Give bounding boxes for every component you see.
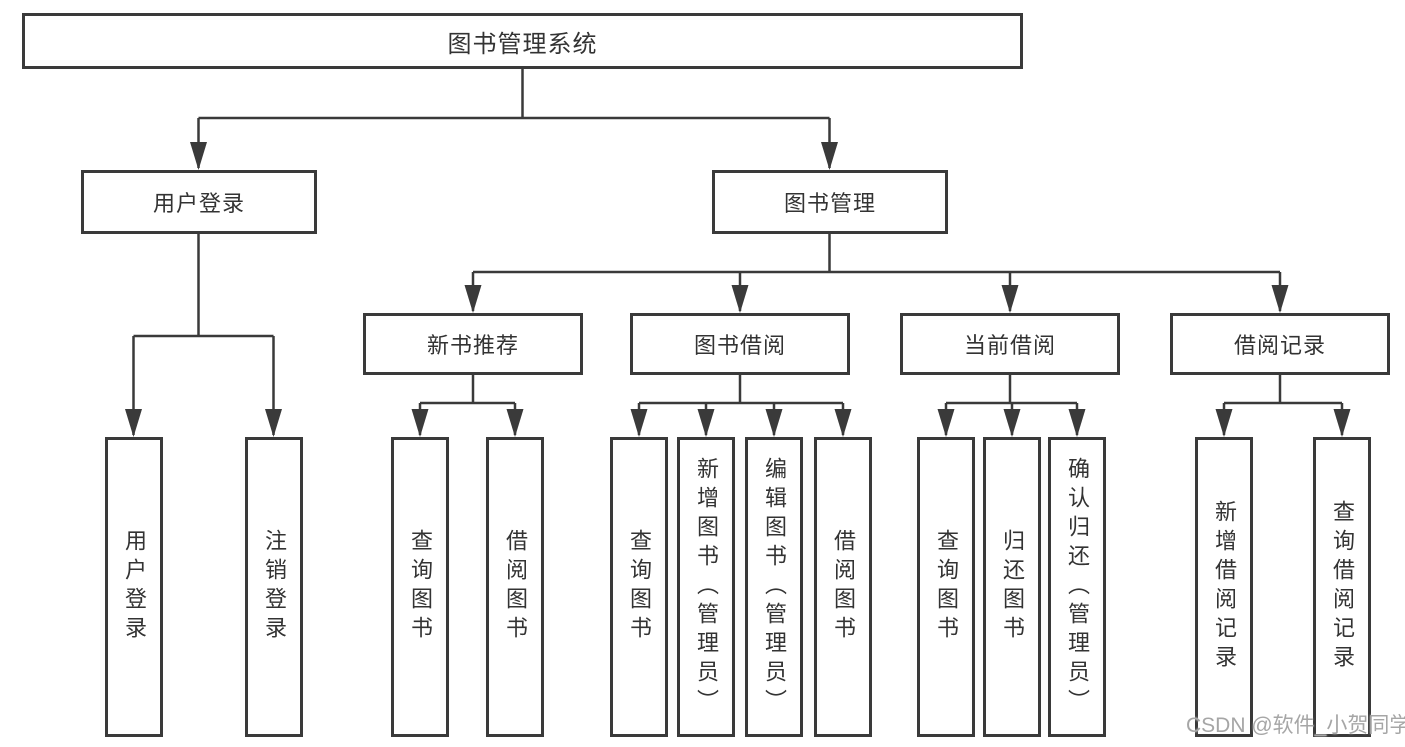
node-book-borrow-label: 图书借阅 bbox=[693, 333, 786, 358]
leaf-add-borrow-record-label: 新增借阅记录 bbox=[1212, 500, 1237, 674]
node-new-book-recommend: 新书推荐 bbox=[363, 313, 583, 375]
node-user-login-label: 用户登录 bbox=[152, 191, 245, 216]
connector-userlogin-to-leaves bbox=[132, 234, 275, 435]
leaf-confirm-return-admin-label: 确认归还（管理员） bbox=[1065, 456, 1090, 718]
node-root-system: 图书管理系统 bbox=[22, 13, 1023, 69]
leaf-add-book-admin: 新增图书（管理员） bbox=[677, 437, 735, 737]
node-user-login: 用户登录 bbox=[81, 170, 317, 234]
leaf-logout-label: 注销登录 bbox=[262, 529, 287, 645]
leaf-borrow-query-book-label: 查询图书 bbox=[627, 529, 652, 645]
arrowheads bbox=[125, 142, 1351, 437]
connector-records-to-leaves bbox=[1222, 375, 1344, 435]
leaf-borrow-borrow-book-label: 借阅图书 bbox=[831, 529, 856, 645]
leaf-borrow-borrow-book: 借阅图书 bbox=[814, 437, 872, 737]
leaf-edit-book-admin-label: 编辑图书（管理员） bbox=[762, 456, 787, 718]
node-book-borrow: 图书借阅 bbox=[630, 313, 850, 375]
connector-root-to-level2 bbox=[197, 69, 831, 168]
leaf-return-book: 归还图书 bbox=[983, 437, 1041, 737]
leaf-query-borrow-record: 查询借阅记录 bbox=[1313, 437, 1371, 737]
leaf-user-login: 用户登录 bbox=[105, 437, 163, 737]
node-root-label: 图书管理系统 bbox=[447, 30, 598, 58]
leaf-recommend-borrow-book-label: 借阅图书 bbox=[503, 529, 528, 645]
leaf-user-login-label: 用户登录 bbox=[122, 529, 147, 645]
node-new-book-recommend-label: 新书推荐 bbox=[426, 333, 519, 358]
leaf-recommend-query-book: 查询图书 bbox=[391, 437, 449, 737]
leaf-return-book-label: 归还图书 bbox=[1000, 529, 1025, 645]
leaf-edit-book-admin: 编辑图书（管理员） bbox=[745, 437, 803, 737]
connector-borrow-to-leaves bbox=[637, 375, 845, 435]
leaf-add-book-admin-label: 新增图书（管理员） bbox=[694, 456, 719, 718]
node-borrow-records: 借阅记录 bbox=[1170, 313, 1390, 375]
node-book-management: 图书管理 bbox=[712, 170, 948, 234]
leaf-recommend-borrow-book: 借阅图书 bbox=[486, 437, 544, 737]
connector-bookmgmt-to-level3 bbox=[471, 234, 1282, 311]
leaf-borrow-query-book: 查询图书 bbox=[610, 437, 668, 737]
leaf-confirm-return-admin: 确认归还（管理员） bbox=[1048, 437, 1106, 737]
node-book-management-label: 图书管理 bbox=[783, 191, 876, 216]
node-current-borrow-label: 当前借阅 bbox=[963, 333, 1056, 358]
leaf-recommend-query-book-label: 查询图书 bbox=[408, 529, 433, 645]
leaf-query-borrow-record-label: 查询借阅记录 bbox=[1330, 500, 1355, 674]
node-borrow-records-label: 借阅记录 bbox=[1233, 333, 1326, 358]
leaf-add-borrow-record: 新增借阅记录 bbox=[1195, 437, 1253, 737]
node-current-borrow: 当前借阅 bbox=[900, 313, 1120, 375]
connector-recommend-to-leaves bbox=[418, 375, 517, 435]
csdn-watermark: CSDN @软件_小贺同学 bbox=[1186, 714, 1405, 737]
leaf-current-query-book: 查询图书 bbox=[917, 437, 975, 737]
leaf-logout: 注销登录 bbox=[245, 437, 303, 737]
leaf-current-query-book-label: 查询图书 bbox=[934, 529, 959, 645]
